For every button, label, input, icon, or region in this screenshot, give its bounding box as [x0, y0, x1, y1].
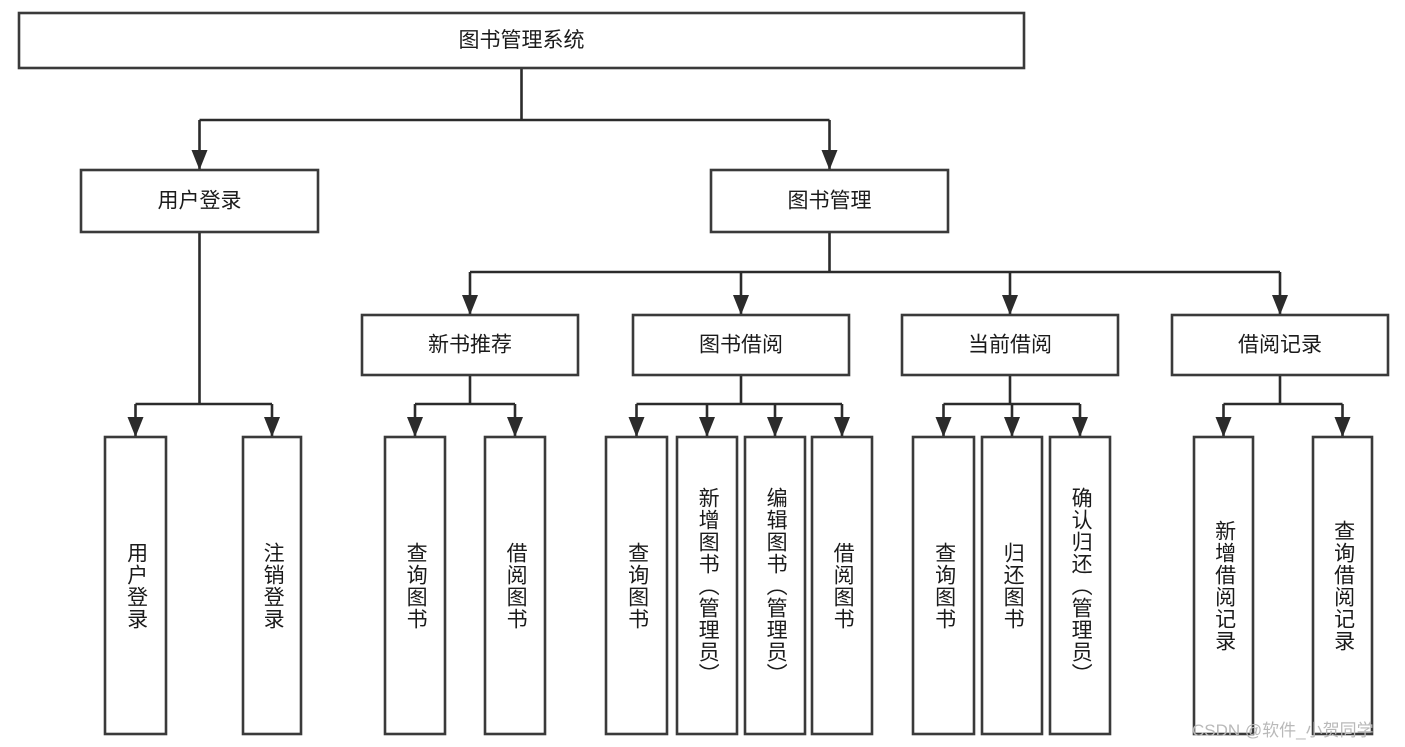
- node-box-leaf-confirm-return[interactable]: [1048, 435, 1112, 736]
- bookmanage-to-level3-arrow-3: [1272, 295, 1288, 315]
- node-box-leaf-edit-book[interactable]: [743, 435, 807, 736]
- node-box-leaf-return-book[interactable]: [980, 435, 1044, 736]
- newbook-to-leaves-arrow-1: [507, 417, 523, 437]
- node-box-book-borrow[interactable]: [631, 313, 851, 377]
- bookmanage-to-level3-arrow-0: [462, 295, 478, 315]
- node-boxes: [17, 11, 1390, 736]
- node-label-borrow-record: 借阅记录: [1238, 334, 1322, 357]
- node-box-borrow-record[interactable]: [1170, 313, 1390, 377]
- root-to-level2-arrow-0: [191, 150, 208, 170]
- bookborrow-to-leaves-arrow-2: [767, 417, 783, 437]
- node-box-leaf-add-record[interactable]: [1192, 435, 1255, 736]
- node-box-leaf-add-book[interactable]: [675, 435, 739, 736]
- node-box-leaf-query-book-1[interactable]: [383, 435, 447, 736]
- node-box-root[interactable]: [17, 11, 1026, 70]
- watermark-text: CSDN @软件_小贺同学: [1192, 721, 1374, 740]
- connector-lines: [127, 68, 1351, 437]
- node-box-leaf-query-book-2[interactable]: [604, 435, 669, 736]
- borrowrecord-to-leaves-arrow-0: [1215, 417, 1232, 437]
- node-box-leaf-query-book-3[interactable]: [911, 435, 976, 736]
- node-box-leaf-query-record[interactable]: [1311, 435, 1374, 736]
- bookborrow-to-leaves-arrow-3: [834, 417, 850, 437]
- node-box-user-login[interactable]: [79, 168, 320, 234]
- node-box-current-borrow[interactable]: [900, 313, 1120, 377]
- node-label-book-manage: 图书管理: [788, 190, 872, 213]
- borrowrecord-to-leaves-arrow-1: [1334, 417, 1351, 437]
- node-box-book-manage[interactable]: [709, 168, 950, 234]
- newbook-to-leaves-arrow-0: [407, 417, 423, 437]
- userlogin-to-leaves-arrow-1: [264, 417, 280, 437]
- node-label-book-borrow: 图书借阅: [699, 334, 783, 357]
- node-box-new-book-rec[interactable]: [360, 313, 580, 377]
- node-label-user-login: 用户登录: [158, 190, 242, 213]
- currentborrow-to-leaves-arrow-2: [1072, 417, 1088, 437]
- node-box-leaf-logout[interactable]: [241, 435, 303, 736]
- node-box-leaf-borrow-book-1[interactable]: [483, 435, 547, 736]
- node-label-new-book-rec: 新书推荐: [428, 334, 512, 357]
- bookborrow-to-leaves-arrow-1: [699, 417, 715, 437]
- bookmanage-to-level3-arrow-1: [733, 295, 749, 315]
- node-box-leaf-borrow-book-2[interactable]: [810, 435, 874, 736]
- node-box-leaf-user-login[interactable]: [103, 435, 168, 736]
- bookmanage-to-level3-arrow-2: [1002, 295, 1018, 315]
- currentborrow-to-leaves-arrow-0: [935, 417, 952, 437]
- root-to-level2-arrow-1: [821, 150, 838, 170]
- currentborrow-to-leaves-arrow-1: [1004, 417, 1020, 437]
- userlogin-to-leaves-arrow-0: [127, 417, 144, 437]
- node-label-current-borrow: 当前借阅: [968, 334, 1052, 357]
- bookborrow-to-leaves-arrow-0: [628, 417, 645, 437]
- node-label-root: 图书管理系统: [459, 29, 585, 52]
